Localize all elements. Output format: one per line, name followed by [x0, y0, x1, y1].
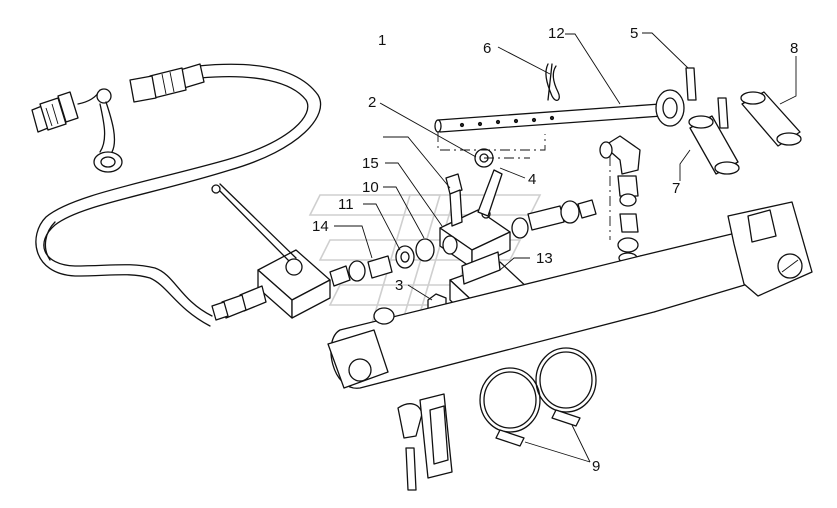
leader-lines — [334, 32, 797, 463]
callout-3: 3 — [395, 277, 403, 294]
valve-block — [439, 148, 511, 269]
dust-cap — [77, 88, 123, 173]
linkage-rod — [434, 89, 685, 133]
quick-coupler — [31, 91, 79, 133]
latch-pin — [397, 393, 453, 491]
r-clip — [545, 63, 560, 101]
callout-8: 8 — [790, 40, 798, 57]
callout-15: 15 — [362, 155, 379, 172]
hydraulic-cylinder — [327, 201, 813, 389]
hydraulic-hose — [35, 63, 322, 327]
alignment-line — [437, 132, 611, 240]
callout-9: 9 — [592, 458, 600, 475]
callout-5: 5 — [630, 25, 638, 42]
callout-4: 4 — [528, 171, 536, 188]
callout-6: 6 — [483, 40, 491, 57]
callout-labels: 1 2 3 4 5 6 7 8 9 10 11 12 13 14 15 — [312, 25, 798, 475]
callout-11: 11 — [338, 196, 354, 213]
fitting-chain — [329, 238, 435, 287]
callout-1: 1 — [378, 32, 386, 49]
control-valve — [211, 183, 331, 321]
hose-end-fitting — [129, 63, 205, 103]
callout-2: 2 — [368, 94, 376, 111]
callout-7: 7 — [672, 180, 680, 197]
hose-clamps — [479, 347, 597, 447]
callout-12: 12 — [548, 25, 565, 42]
callout-13: 13 — [536, 250, 553, 267]
right-fittings — [511, 199, 597, 239]
callout-10: 10 — [362, 179, 379, 196]
pins — [685, 67, 802, 175]
elbow-fitting — [599, 135, 641, 264]
callout-14: 14 — [312, 218, 329, 235]
